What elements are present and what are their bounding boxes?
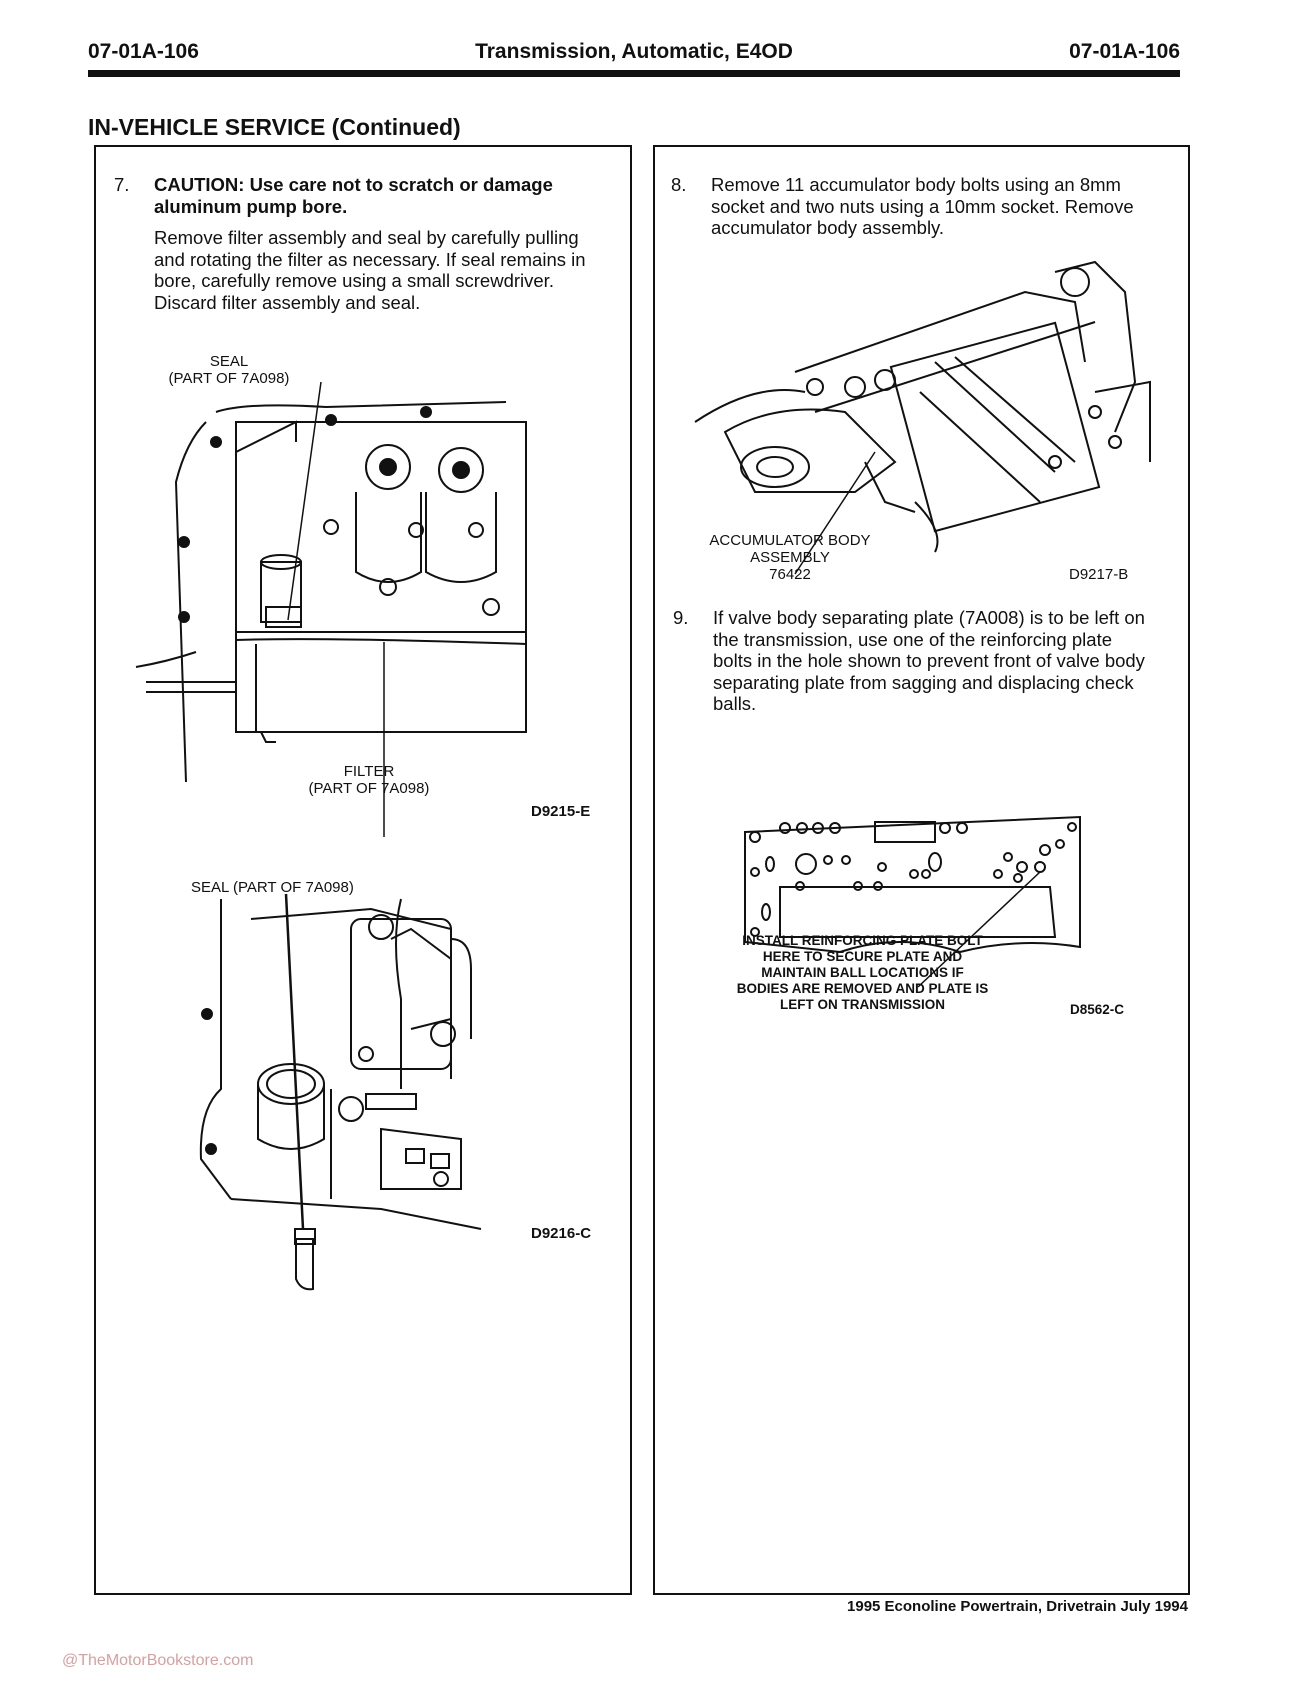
fig4-separating-plate-illustration: [744, 815, 1081, 988]
fig4-note-line2: HERE TO SECURE PLATE AND: [762, 949, 963, 964]
step-8-number: 8.: [671, 174, 687, 195]
fig1-filter-illustration: [135, 381, 527, 837]
fig3-label-line1: ACCUMULATOR BODY: [709, 532, 871, 549]
step-7-caution: CAUTION: Use care not to scratch or dama…: [154, 174, 553, 217]
fig2-seal-label: SEAL (PART OF 7A098): [191, 879, 354, 896]
fig3-label-line3: 76422: [769, 566, 811, 583]
fig4-note: INSTALL REINFORCING PLATE BOLT HERE TO S…: [720, 933, 1005, 1013]
fig1-seal-leader: [287, 381, 322, 621]
fig4-note-line1: INSTALL REINFORCING PLATE BOLT: [742, 933, 983, 948]
fig4-code: D8562-C: [1070, 1002, 1125, 1017]
fig3-label-line2: ASSEMBLY: [750, 549, 830, 566]
fig4-note-line5: LEFT ON TRANSMISSION: [780, 997, 945, 1012]
step-7-number: 7.: [114, 174, 130, 195]
page-footer: 1995 Econoline Powertrain, Drivetrain Ju…: [847, 1598, 1188, 1615]
fig1-filter-label-line2: (PART OF 7A098): [308, 780, 430, 797]
fig1-code: D9215-E: [531, 803, 591, 820]
step-9-number: 9.: [673, 607, 689, 628]
right-panel: 8. Remove 11 accumulator body bolts usin…: [653, 145, 1190, 1595]
step-7-text: Remove filter assembly and seal by caref…: [154, 227, 586, 313]
fig3-label: ACCUMULATOR BODY ASSEMBLY 76422: [695, 532, 885, 583]
fig1-filter-label-line1: FILTER: [343, 763, 395, 780]
fig2-code: D9216-C: [531, 1225, 592, 1242]
fig1-seal-label: SEAL (PART OF 7A098): [154, 353, 304, 387]
fig2-screwdriver-shaft: [284, 893, 305, 1230]
left-panel: 7. CAUTION: Use care not to scratch or d…: [94, 145, 632, 1595]
fig3-accumulator-illustration: [694, 260, 1151, 575]
fig4-leader: [917, 871, 1041, 988]
fig2-seal-removal-illustration: [199, 893, 482, 1291]
header-rule: [88, 70, 1180, 77]
step-9-text: If valve body separating plate (7A008) i…: [713, 607, 1145, 714]
step-8-text: Remove 11 accumulator body bolts using a…: [711, 174, 1134, 238]
fig3-leader: [794, 451, 876, 575]
page-number-left: 07-01A-106: [88, 40, 199, 63]
fig4-note-line4: BODIES ARE REMOVED AND PLATE IS: [736, 981, 989, 996]
fig4-note-line3: MAINTAIN BALL LOCATIONS IF: [761, 965, 964, 980]
fig3-code: D9217-B: [1069, 566, 1129, 583]
fig1-seal-label-line2: (PART OF 7A098): [168, 370, 290, 387]
fig4-bolt-hole: [1034, 861, 1046, 873]
fig1-seal-label-line1: SEAL: [209, 353, 249, 370]
page-title: Transmission, Automatic, E4OD: [475, 40, 793, 63]
fig1-filter-label: FILTER (PART OF 7A098): [274, 763, 464, 797]
watermark: @TheMotorBookstore.com: [62, 1652, 254, 1669]
page-number-right: 07-01A-106: [1069, 40, 1180, 63]
section-title: IN-VEHICLE SERVICE (Continued): [88, 114, 461, 140]
page-header: 07-01A-106 Transmission, Automatic, E4OD…: [88, 40, 1180, 70]
